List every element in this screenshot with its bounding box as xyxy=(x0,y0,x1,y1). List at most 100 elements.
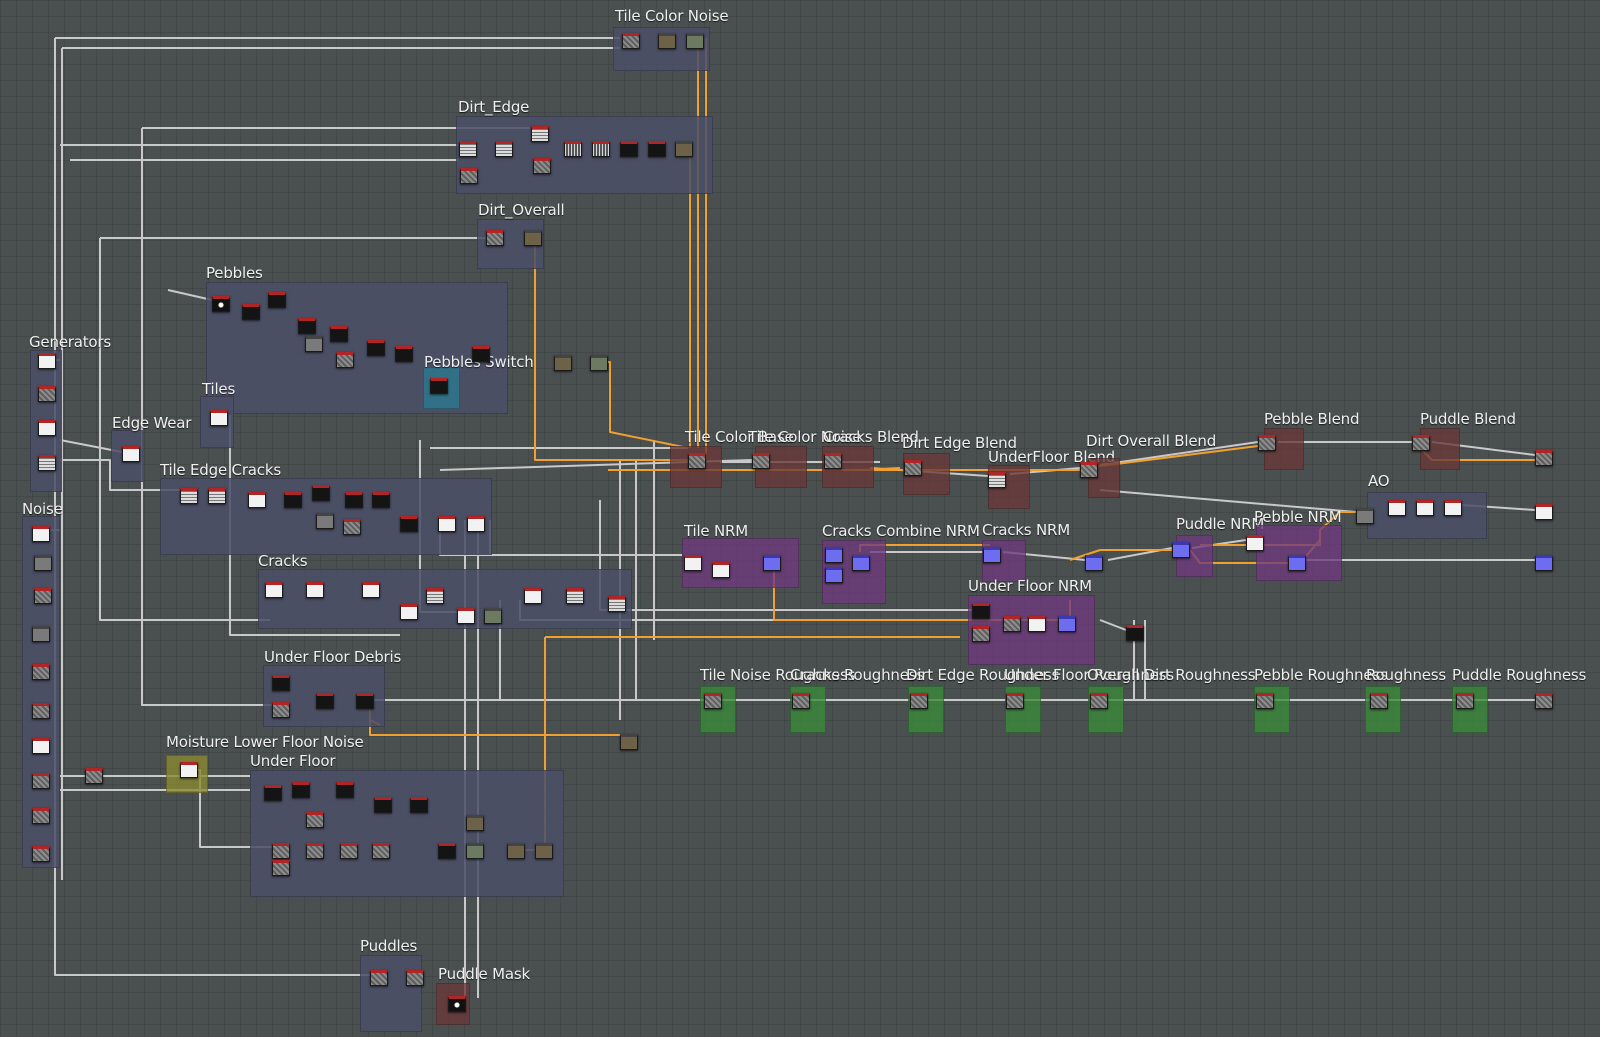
graph-node[interactable] xyxy=(688,453,706,469)
graph-node[interactable] xyxy=(272,702,290,718)
graph-node[interactable] xyxy=(910,693,928,709)
graph-node[interactable] xyxy=(272,675,290,691)
graph-node[interactable] xyxy=(684,555,702,571)
graph-node[interactable] xyxy=(648,141,666,157)
graph-node[interactable] xyxy=(457,608,475,624)
graph-node[interactable] xyxy=(590,355,608,371)
graph-node[interactable] xyxy=(467,516,485,532)
graph-node[interactable] xyxy=(306,582,324,598)
graph-node[interactable] xyxy=(372,843,390,859)
graph-node[interactable] xyxy=(32,626,50,642)
graph-node[interactable] xyxy=(438,843,456,859)
graph-node[interactable] xyxy=(1085,555,1103,571)
graph-node[interactable] xyxy=(988,472,1006,488)
graph-node[interactable] xyxy=(531,126,549,142)
frame-moisture-lower-floor-noise[interactable] xyxy=(166,755,208,793)
roughness-output[interactable] xyxy=(1535,693,1553,709)
frame-pebbles[interactable] xyxy=(206,282,508,414)
graph-node[interactable] xyxy=(1003,616,1021,632)
graph-node[interactable] xyxy=(658,33,676,49)
graph-node[interactable] xyxy=(208,488,226,504)
graph-node[interactable] xyxy=(32,846,50,862)
graph-node[interactable] xyxy=(426,588,444,604)
graph-node[interactable] xyxy=(484,608,502,624)
graph-node[interactable] xyxy=(32,526,50,542)
graph-node[interactable] xyxy=(675,141,693,157)
graph-node[interactable] xyxy=(32,808,50,824)
graph-node[interactable] xyxy=(620,734,638,750)
graph-node[interactable] xyxy=(298,318,316,334)
graph-node[interactable] xyxy=(248,492,266,508)
graph-node[interactable] xyxy=(336,352,354,368)
graph-node[interactable] xyxy=(1370,693,1388,709)
graph-node[interactable] xyxy=(592,141,610,157)
graph-node[interactable] xyxy=(1246,535,1264,551)
graph-node[interactable] xyxy=(32,664,50,680)
graph-node[interactable] xyxy=(472,346,490,362)
graph-node[interactable] xyxy=(284,492,302,508)
basecolor-output[interactable] xyxy=(1535,450,1553,466)
graph-node[interactable] xyxy=(1444,500,1462,516)
graph-node[interactable] xyxy=(1288,555,1306,571)
graph-node[interactable] xyxy=(272,860,290,876)
graph-node[interactable] xyxy=(242,304,260,320)
graph-node[interactable] xyxy=(292,782,310,798)
graph-node[interactable] xyxy=(410,797,428,813)
graph-node[interactable] xyxy=(38,386,56,402)
graph-node[interactable] xyxy=(305,336,323,352)
graph-node[interactable] xyxy=(180,488,198,504)
graph-node[interactable] xyxy=(400,516,418,532)
graph-node[interactable] xyxy=(212,296,230,312)
graph-node[interactable] xyxy=(38,420,56,436)
graph-node[interactable] xyxy=(495,141,513,157)
graph-node[interactable] xyxy=(367,340,385,356)
graph-node[interactable] xyxy=(566,588,584,604)
frame-puddles[interactable] xyxy=(360,955,422,1032)
graph-node[interactable] xyxy=(507,843,525,859)
graph-node[interactable] xyxy=(972,626,990,642)
graph-node[interactable] xyxy=(32,773,50,789)
graph-node[interactable] xyxy=(395,346,413,362)
graph-node[interactable] xyxy=(972,603,990,619)
graph-node[interactable] xyxy=(486,230,504,246)
graph-node[interactable] xyxy=(85,768,103,784)
graph-node[interactable] xyxy=(1172,542,1190,558)
graph-node[interactable] xyxy=(343,519,361,535)
graph-node[interactable] xyxy=(180,762,198,778)
graph-node[interactable] xyxy=(1416,500,1434,516)
graph-node[interactable] xyxy=(825,547,843,563)
graph-node[interactable] xyxy=(1090,693,1108,709)
graph-node[interactable] xyxy=(336,782,354,798)
graph-node[interactable] xyxy=(1388,500,1406,516)
graph-node[interactable] xyxy=(38,353,56,369)
ao-output[interactable] xyxy=(1535,504,1553,520)
graph-node[interactable] xyxy=(1258,435,1276,451)
graph-node[interactable] xyxy=(362,582,380,598)
graph-node[interactable] xyxy=(1412,435,1430,451)
graph-node[interactable] xyxy=(1256,693,1274,709)
graph-node[interactable] xyxy=(316,513,334,529)
normal-output[interactable] xyxy=(1535,555,1553,571)
graph-node[interactable] xyxy=(686,33,704,49)
graph-node[interactable] xyxy=(370,970,388,986)
graph-node[interactable] xyxy=(330,326,348,342)
graph-node[interactable] xyxy=(704,693,722,709)
graph-node[interactable] xyxy=(430,378,448,394)
graph-node[interactable] xyxy=(34,588,52,604)
graph-node[interactable] xyxy=(1028,616,1046,632)
graph-node[interactable] xyxy=(32,703,50,719)
graph-node[interactable] xyxy=(306,843,324,859)
graph-node[interactable] xyxy=(1356,508,1374,524)
frame-pebble-nrm[interactable] xyxy=(1256,525,1342,581)
graph-node[interactable] xyxy=(763,555,781,571)
graph-node[interactable] xyxy=(32,738,50,754)
graph-node[interactable] xyxy=(466,815,484,831)
graph-node[interactable] xyxy=(316,693,334,709)
graph-node[interactable] xyxy=(1080,462,1098,478)
graph-node[interactable] xyxy=(272,843,290,859)
graph-node[interactable] xyxy=(400,604,418,620)
graph-node[interactable] xyxy=(38,455,56,471)
graph-node[interactable] xyxy=(345,492,363,508)
graph-node[interactable] xyxy=(122,446,140,462)
